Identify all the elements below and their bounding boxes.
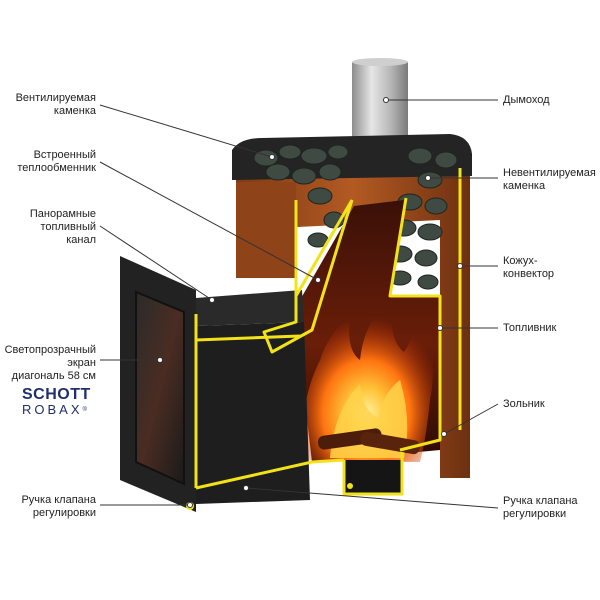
label-firebox: Топливник [503,322,557,334]
label-damper-left: Ручка клапана регулировки [21,494,96,519]
label-closed-stones: Невентилируемая каменка [503,167,596,192]
label-ventilated-stones: Вентилируемая каменка [15,92,96,117]
casing-left-panel [236,182,296,278]
fuel-channel-top [196,290,304,326]
label-fuel-channel: Панорамные топливный канал [29,208,96,246]
chimney-top [352,58,408,66]
label-glass-screen: Светопрозрачный экран диагональ 58 см [4,344,96,382]
cutaway-outline [194,168,462,496]
label-convector: Кожух- конвектор [503,255,555,280]
fuel-channel-side [196,322,310,504]
ash-pan [344,460,402,494]
schott-robax-logo: SCHOTT ROBAX® [22,386,91,417]
leader-lines [99,97,499,509]
brand-line1: SCHOTT [22,386,91,403]
glass-screen [135,290,185,486]
label-chimney: Дымоход [503,94,550,106]
label-damper-right: Ручка клапана регулировки [503,495,578,520]
brand-line2: ROBAX® [22,402,87,417]
label-ash-pan: Зольник [503,398,545,410]
label-heat-exchanger: Встроенный теплообменник [17,149,96,174]
stones-left [253,144,349,248]
